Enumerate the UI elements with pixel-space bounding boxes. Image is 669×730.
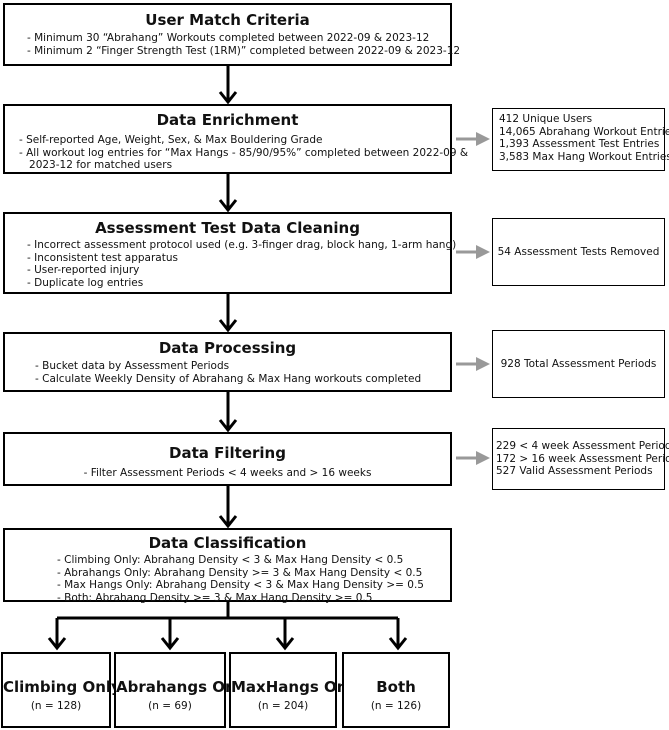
step-title: Data Enrichment — [156, 111, 299, 129]
side-arrow-head — [476, 357, 490, 371]
group-count: (n = 128) — [30, 700, 82, 712]
step-title: Data Classification — [148, 534, 307, 552]
side-box-enrichment-counts: 412 Unique Users 14,065 Abrahang Workout… — [492, 108, 669, 171]
step-data-filtering: Data Filtering - Filter Assessment Perio… — [3, 432, 452, 486]
side-box-filter-results: 229 < 4 week Assessment Period 172 > 16 … — [492, 428, 669, 490]
filtering-line: - Filter Assessment Periods < 4 weeks an… — [83, 467, 372, 479]
group-count: (n = 126) — [370, 700, 422, 712]
classification-line: - Abrahangs Only: Abrahang Density >= 3 … — [57, 566, 423, 579]
classification-line: - Climbing Only: Abrahang Density < 3 & … — [57, 554, 404, 566]
side-arrow-head — [476, 245, 490, 259]
step-title: User Match Criteria — [145, 11, 310, 29]
flow-arrow-head — [218, 199, 238, 213]
group-count: (n = 204) — [257, 700, 309, 712]
step-title: Assessment Test Data Cleaning — [95, 219, 360, 237]
group-title: MaxHangs Only — [231, 678, 363, 696]
classification-line: - Max Hangs Only: Abrahang Density < 3 &… — [57, 579, 424, 591]
group-count: (n = 69) — [148, 700, 192, 712]
step-assessment-test-data-cleaning: Assessment Test Data Cleaning - Incorrec… — [3, 212, 457, 294]
cleaning-line: - User-reported injury — [27, 264, 140, 276]
step-data-processing: Data Processing - Bucket data by Assessm… — [3, 332, 452, 392]
step-data-classification: Data Classification - Climbing Only: Abr… — [3, 528, 452, 604]
group-box-climbing-only: Climbing Only (n = 128) — [1, 652, 121, 728]
split-branch-head — [275, 637, 295, 651]
processing-line: - Bucket data by Assessment Periods — [35, 360, 230, 372]
side-line: 54 Assessment Tests Removed — [497, 245, 660, 258]
side-output-arrows — [456, 132, 490, 465]
criteria-line: - Minimum 30 “Abrahang” Workouts complet… — [27, 32, 430, 44]
enrichment-line: - Self-reported Age, Weight, Sex, & Max … — [19, 134, 323, 146]
processing-line: - Calculate Weekly Density of Abrahang &… — [35, 372, 422, 385]
flow-arrow-head — [218, 319, 238, 333]
flow-arrow-head — [218, 91, 238, 105]
main-flow-arrows — [218, 66, 238, 529]
step-data-enrichment: Data Enrichment - Self-reported Age, Wei… — [3, 104, 469, 174]
cleaning-line: - Duplicate log entries — [27, 276, 144, 289]
group-title: Both — [376, 678, 416, 696]
step-title: Data Processing — [158, 339, 297, 357]
step-title: Data Filtering — [169, 444, 286, 462]
side-box-total-periods: 928 Total Assessment Periods — [492, 330, 665, 398]
group-title: Abrahangs Only — [116, 678, 251, 696]
side-line: 3,583 Max Hang Workout Entries — [499, 150, 669, 163]
group-box-abrahangs-only: Abrahangs Only (n = 69) — [114, 652, 251, 728]
side-line: 527 Valid Assessment Periods — [496, 465, 653, 477]
flow-arrow-head — [218, 515, 238, 529]
side-arrow-head — [476, 132, 490, 146]
classification-line: - Both: Abrahang Density >= 3 & Max Hang… — [57, 591, 373, 604]
side-line: 412 Unique Users — [499, 113, 593, 125]
flow-arrow-head — [218, 419, 238, 433]
group-box-maxhangs-only: MaxHangs Only (n = 204) — [229, 652, 363, 728]
side-line: 14,065 Abrahang Workout Entries — [499, 125, 669, 138]
group-box-both: Both (n = 126) — [342, 652, 450, 728]
enrichment-line: 2023-12 for matched users — [19, 159, 173, 171]
step-user-match-criteria: User Match Criteria - Minimum 30 “Abraha… — [3, 3, 461, 66]
side-line: 1,393 Assessment Test Entries — [499, 138, 660, 150]
side-arrow-head — [476, 451, 490, 465]
side-line: 172 > 16 week Assessment Period — [496, 452, 669, 465]
side-line: 928 Total Assessment Periods — [500, 357, 657, 370]
split-branch-head — [388, 637, 408, 651]
cleaning-line: - Inconsistent test apparatus — [27, 251, 178, 264]
group-title: Climbing Only — [3, 678, 121, 696]
classification-split-arrows — [47, 602, 408, 651]
split-branch-head — [160, 637, 180, 651]
criteria-line: - Minimum 2 “Finger Strength Test (1RM)”… — [27, 44, 461, 57]
side-box-tests-removed: 54 Assessment Tests Removed — [492, 218, 665, 286]
cleaning-line: - Incorrect assessment protocol used (e.… — [27, 239, 457, 251]
side-line: 229 < 4 week Assessment Period — [496, 440, 669, 452]
split-branch-head — [47, 637, 67, 651]
enrichment-line: - All workout log entries for “Max Hangs… — [19, 146, 469, 159]
